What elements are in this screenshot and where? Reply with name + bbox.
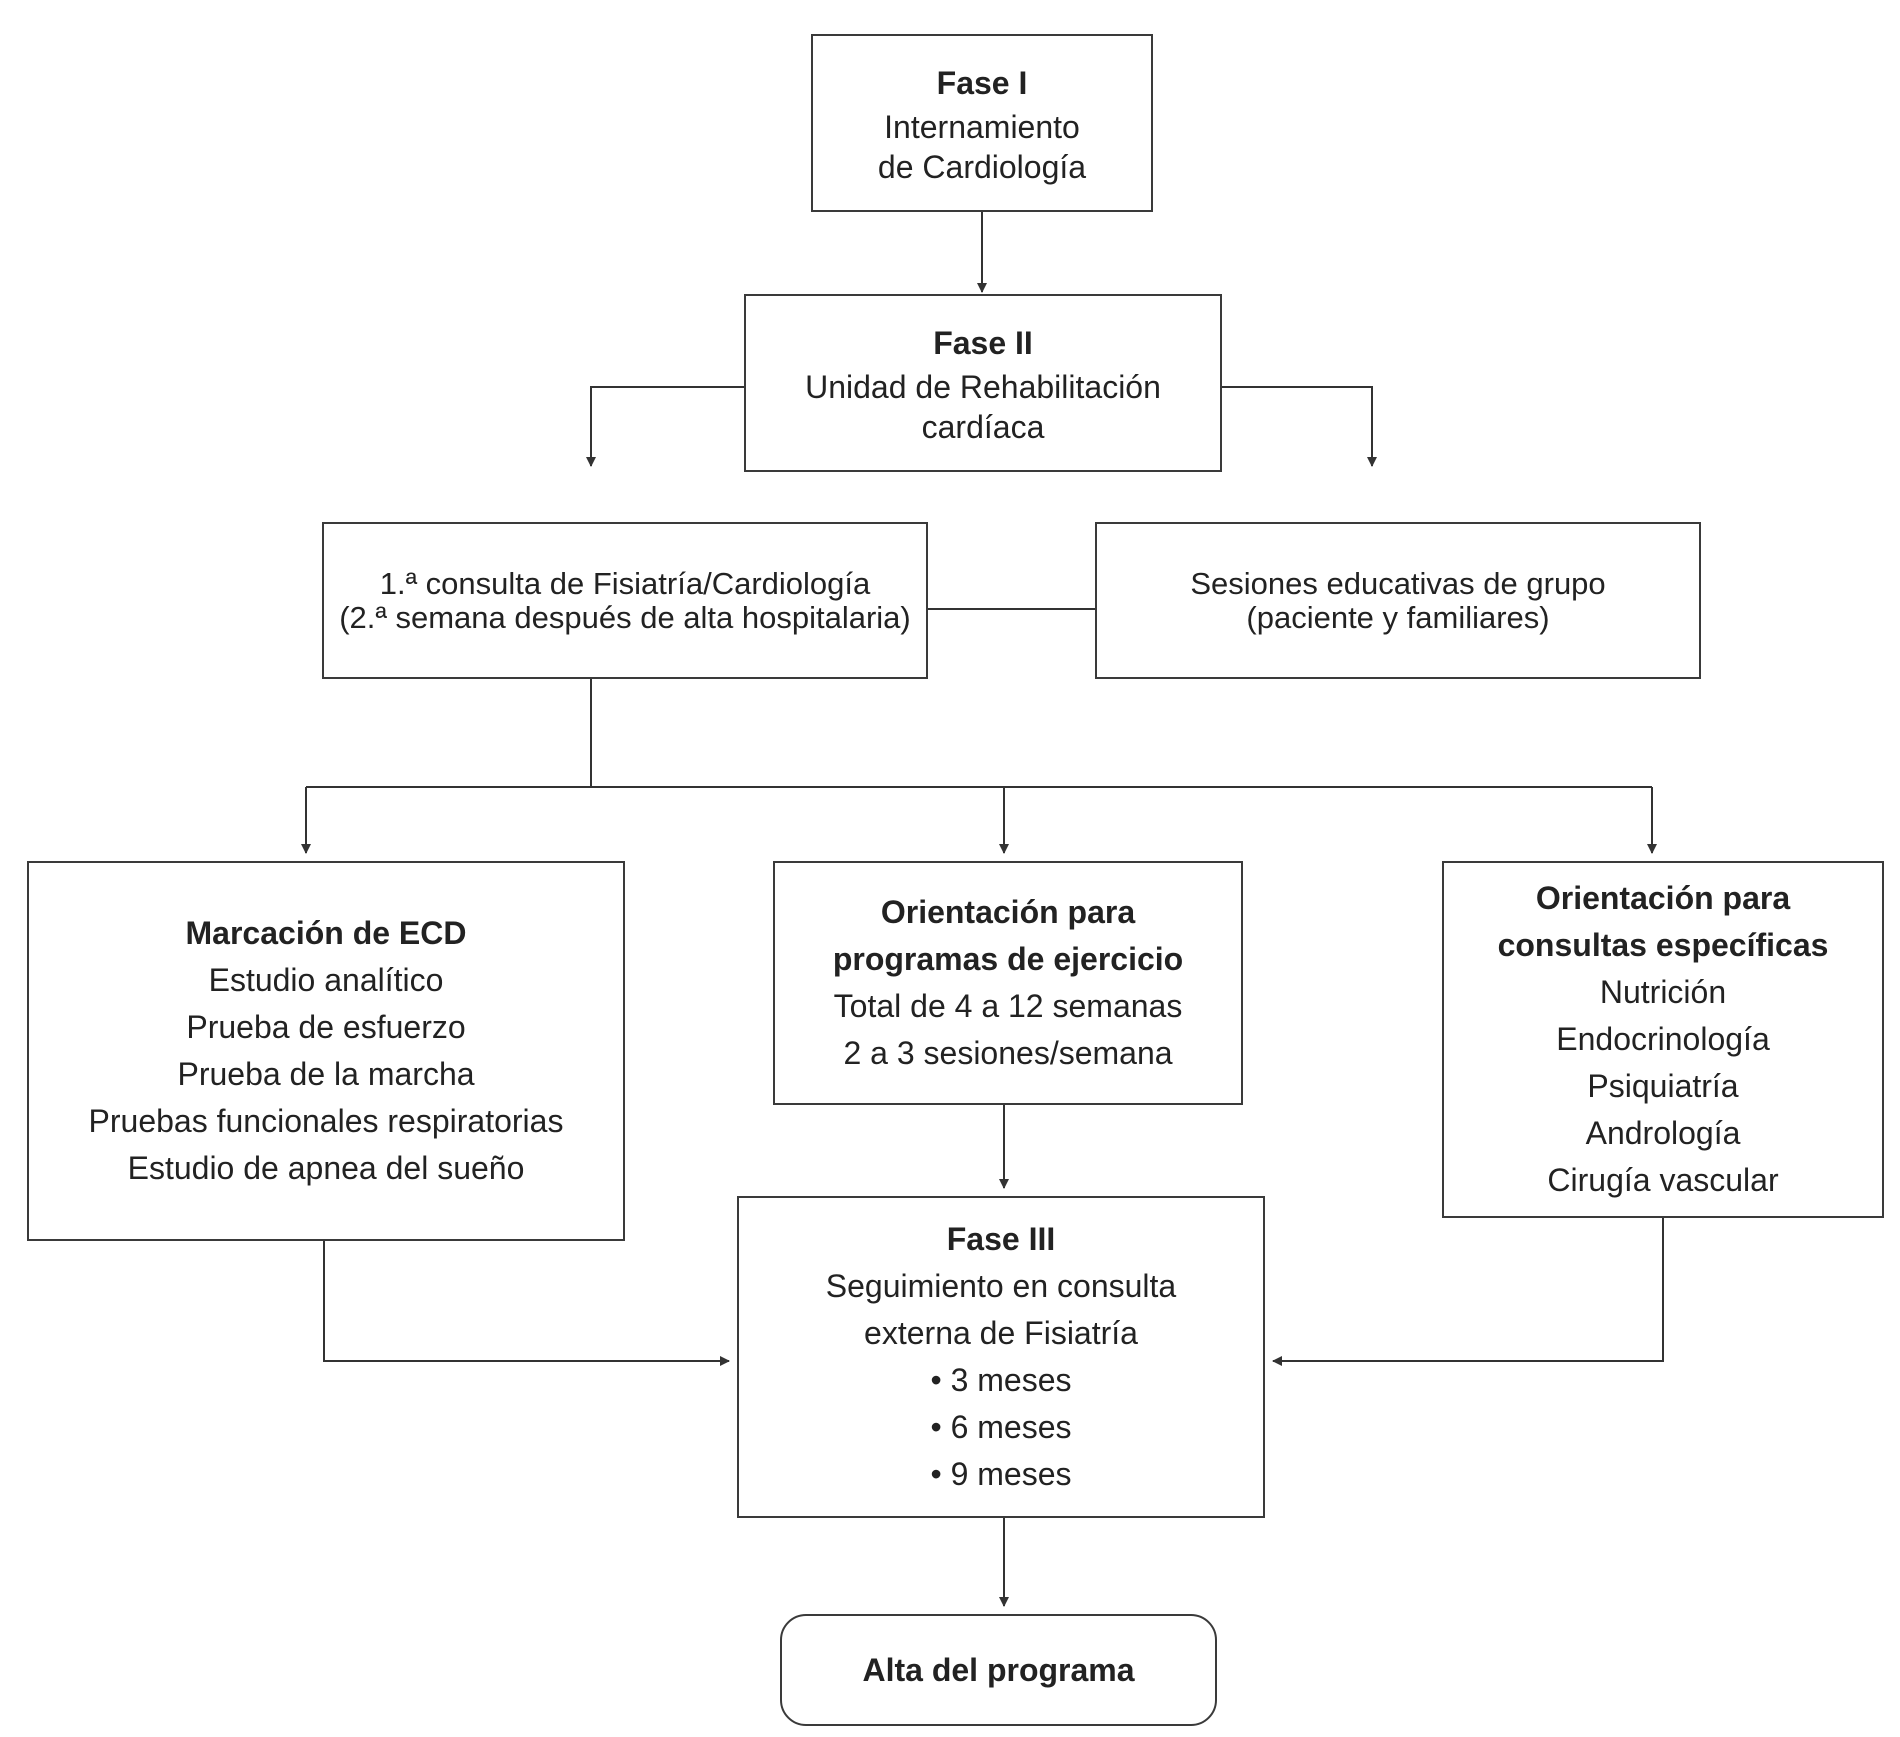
arrow-fase2-to-consulta [586, 386, 744, 467]
especificas-item: Cirugía vascular [1547, 1162, 1779, 1198]
arrow-especificas-to-fase3 [1272, 1218, 1664, 1366]
especificas-item: Psiquiatría [1587, 1068, 1739, 1104]
fase3-bullet: • 3 meses [930, 1362, 1072, 1398]
fase1-line: de Cardiología [877, 148, 1087, 185]
fase3-title: Fase III [946, 1221, 1056, 1257]
consulta-line: 1.ª consulta de Fisiatría/Cardiología [379, 565, 871, 601]
arrow-fase2-to-sesiones [1222, 386, 1377, 467]
fase3-bullet: • 6 meses [930, 1409, 1072, 1445]
ecd-item: Pruebas funcionales respiratorias [88, 1103, 564, 1139]
especificas-item: Endocrinología [1556, 1021, 1770, 1057]
ejercicio-item: 2 a 3 sesiones/semana [843, 1035, 1173, 1071]
sesiones-line: Sesiones educativas de grupo [1190, 565, 1606, 601]
ejercicio-item: Total de 4 a 12 semanas [833, 988, 1183, 1024]
especificas-title: Orientación para [1535, 880, 1791, 916]
ejercicio-title: Orientación para [880, 894, 1136, 930]
fase1-line: Internamiento [884, 108, 1080, 145]
fase3-box: Fase III Seguimiento en consulta externa… [737, 1196, 1265, 1518]
fase1-box: Fase I Internamiento de Cardiología [811, 34, 1153, 212]
especificas-title: consultas específicas [1497, 927, 1829, 963]
consulta-box: 1.ª consulta de Fisiatría/Cardiología (2… [322, 522, 928, 679]
fase2-line: cardíaca [921, 408, 1045, 445]
fase2-box: Fase II Unidad de Rehabilitación cardíac… [744, 294, 1222, 472]
ecd-item: Prueba de esfuerzo [186, 1009, 466, 1045]
especificas-item: Andrología [1585, 1115, 1741, 1151]
sesiones-box: Sesiones educativas de grupo (paciente y… [1095, 522, 1701, 679]
especificas-box: Orientación para consultas específicas N… [1442, 861, 1884, 1218]
ejercicio-title: programas de ejercicio [832, 941, 1184, 977]
especificas-item: Nutrición [1599, 974, 1727, 1010]
fase1-title: Fase I [936, 64, 1028, 101]
ejercicio-box: Orientación para programas de ejercicio … [773, 861, 1243, 1105]
ecd-item: Prueba de la marcha [177, 1056, 475, 1092]
ecd-box: Marcación de ECD Estudio analítico Prueb… [27, 861, 625, 1241]
fase3-line: externa de Fisiatría [864, 1315, 1138, 1351]
fase2-line: Unidad de Rehabilitación [805, 368, 1161, 405]
consulta-line: (2.ª semana después de alta hospitalaria… [339, 599, 911, 635]
fase3-bullet: • 9 meses [930, 1456, 1072, 1492]
alta-title: Alta del programa [862, 1651, 1135, 1688]
ecd-item: Estudio de apnea del sueño [127, 1150, 525, 1186]
sesiones-line: (paciente y familiares) [1246, 599, 1550, 635]
alta-box: Alta del programa [780, 1614, 1217, 1726]
fase3-line: Seguimiento en consulta [825, 1268, 1177, 1304]
arrow-ecd-to-fase3 [323, 1241, 730, 1366]
fase2-title: Fase II [933, 324, 1033, 361]
ecd-item: Estudio analítico [208, 962, 444, 998]
ecd-title: Marcación de ECD [185, 915, 467, 951]
